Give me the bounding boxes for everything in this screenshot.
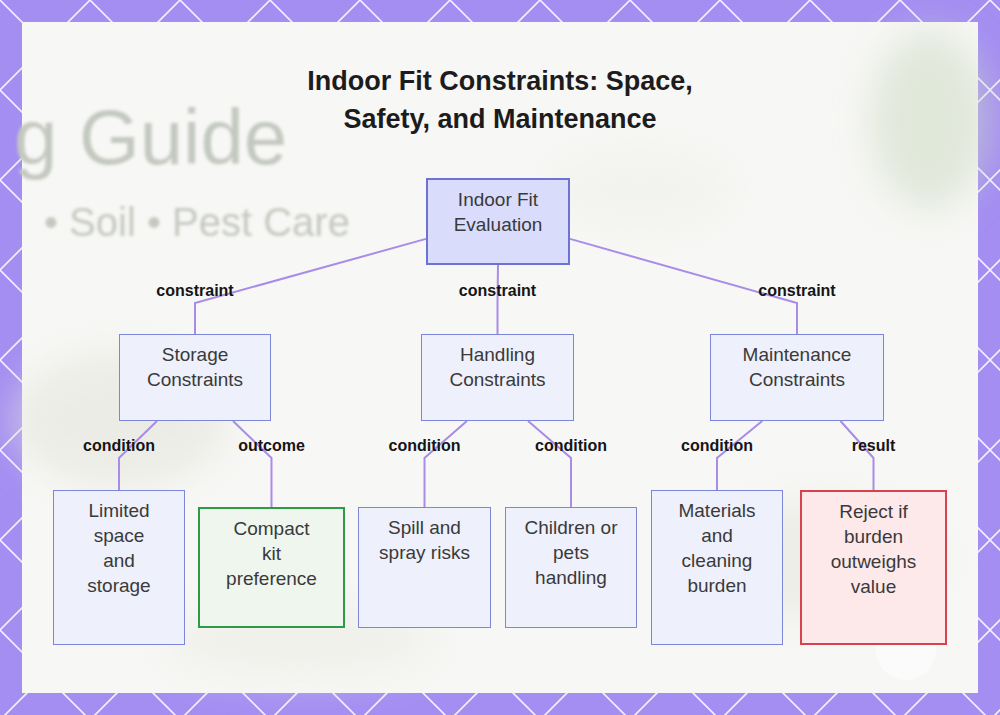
process-box: Children or pets handling (505, 507, 637, 628)
node-text: Limited space and storage (77, 498, 161, 598)
connector-line (233, 421, 272, 507)
watermark-text: g Guide (14, 92, 287, 183)
node-text: Handling Constraints (428, 342, 568, 392)
edge-label: condition (681, 437, 753, 455)
diagram-title: Indoor Fit Constraints: Space, Safety, a… (265, 62, 735, 138)
process-box: Storage Constraints (119, 334, 271, 421)
process-box: Handling Constraints (421, 334, 574, 421)
blurred-photo (10, 30, 990, 680)
edge-label: result (852, 437, 896, 455)
process-box: Compact kit preference (198, 507, 345, 628)
edge-label: condition (83, 437, 155, 455)
process-box: Limited space and storage (53, 490, 185, 645)
node-text: Reject if burden outweighs value (826, 499, 922, 599)
connector-line (425, 421, 467, 507)
connector-line (497, 265, 500, 334)
node-text: Materials and cleaning burden (675, 498, 759, 598)
process-box: Reject if burden outweighs value (800, 490, 947, 645)
root-box: Indoor Fit Evaluation (426, 178, 570, 265)
node-text: Spill and spray risks (377, 515, 473, 565)
connector-line (119, 421, 157, 490)
edge-label: constraint (156, 282, 233, 300)
edge-label: condition (389, 437, 461, 455)
edge-label: condition (535, 437, 607, 455)
node-text: Storage Constraints (125, 342, 265, 392)
connector-line (528, 421, 571, 507)
watermark-text: • Soil • Pest Care (44, 200, 350, 245)
edge-label: constraint (459, 282, 536, 300)
node-text: Indoor Fit Evaluation (433, 187, 563, 237)
process-box: Materials and cleaning burden (651, 490, 783, 645)
node-text: Children or pets handling (523, 515, 619, 590)
node-text: Compact kit preference (224, 516, 320, 591)
node-text: Maintenance Constraints (717, 342, 877, 392)
edge-label: outcome (238, 437, 305, 455)
connector-line (717, 421, 762, 490)
edge-label: constraint (758, 282, 835, 300)
process-box: Maintenance Constraints (710, 334, 884, 421)
process-box: Spill and spray risks (358, 507, 491, 628)
connector-line (841, 421, 874, 490)
